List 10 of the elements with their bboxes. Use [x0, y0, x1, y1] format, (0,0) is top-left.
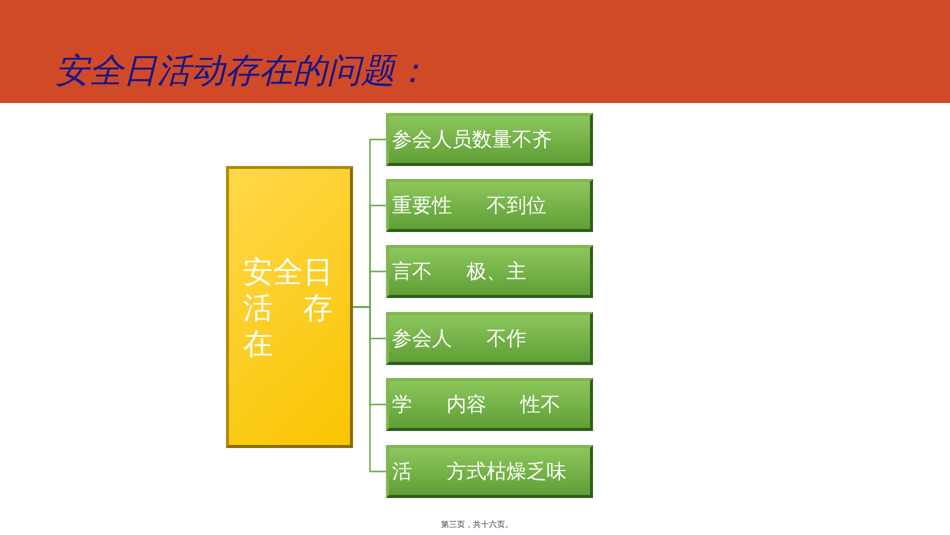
- issue-box: 参会人 不作: [386, 312, 593, 365]
- topic-box: 安全日活 存在: [226, 166, 353, 448]
- connector-line: [353, 306, 386, 472]
- issue-box: 活 方式枯燥乏味: [386, 445, 593, 498]
- slide-title: 安全日活动存在的问题：: [55, 50, 429, 93]
- issue-box: 学 内容 性不: [386, 378, 593, 431]
- issue-box: 重要性 不到位: [386, 179, 593, 232]
- page-number: 第三页，共十六页。: [441, 519, 513, 530]
- issue-box: 言不 极、主: [386, 245, 593, 298]
- issue-box: 参会人员数量不齐: [386, 113, 593, 166]
